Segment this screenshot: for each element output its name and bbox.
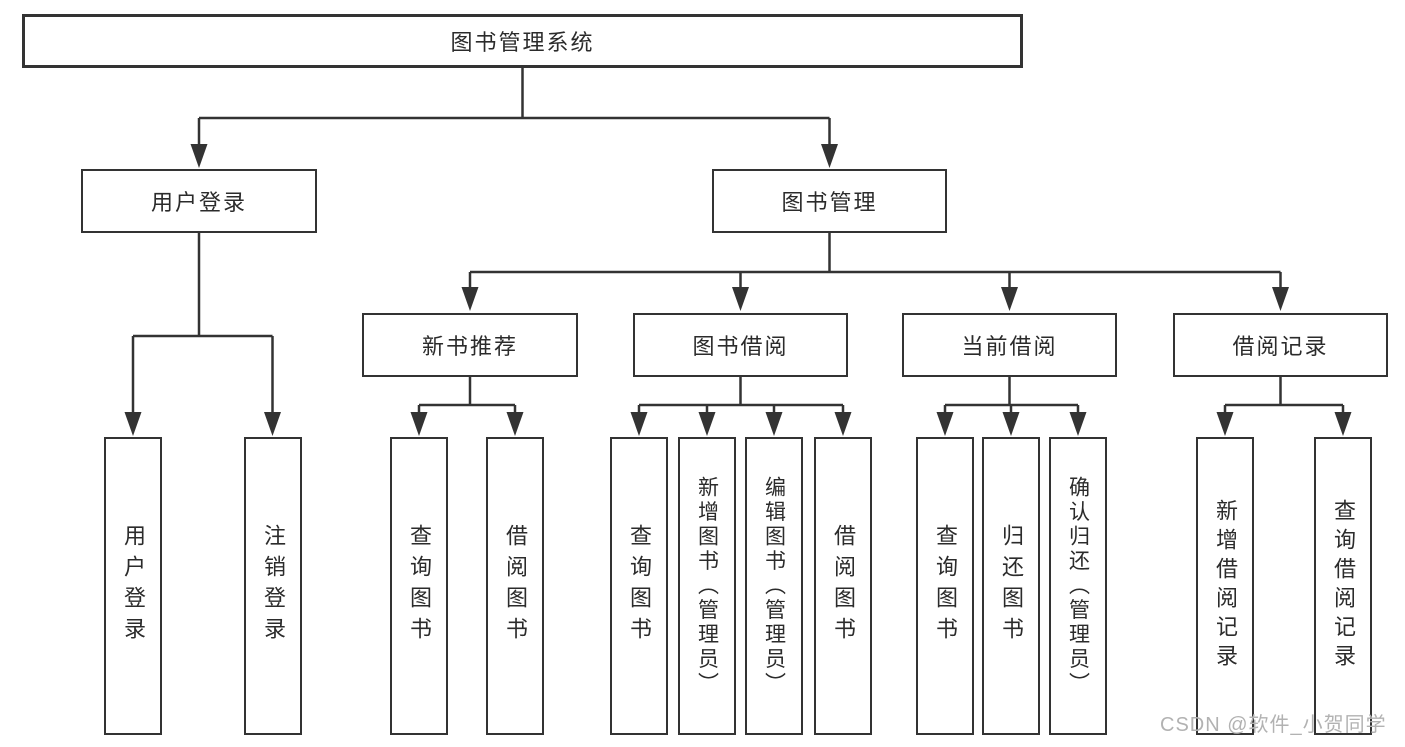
leaf-query-books-recommend: 查询图书: [390, 437, 448, 735]
node-borrow-records: 借阅记录: [1173, 313, 1388, 377]
leaf-borrow-books-recommend-label: 借阅图书: [503, 524, 528, 648]
leaf-borrow-books-recommend: 借阅图书: [486, 437, 544, 735]
node-user-login: 用户登录: [81, 169, 317, 233]
csdn-watermark: CSDN @软件_小贺同学: [1160, 714, 1387, 736]
leaf-add-borrow-record-label: 新增借阅记录: [1213, 499, 1238, 673]
leaf-query-books-current: 查询图书: [916, 437, 974, 735]
leaf-user-login-label: 用户登录: [121, 524, 146, 648]
leaf-confirm-return-admin-label: 确认归还（管理员）: [1066, 475, 1090, 697]
node-new-book-recommend: 新书推荐: [362, 313, 578, 377]
leaf-return-books: 归还图书: [982, 437, 1040, 735]
node-current-borrow: 当前借阅: [902, 313, 1117, 377]
node-root-label: 图书管理系统: [450, 30, 595, 55]
leaf-query-books-borrow-label: 查询图书: [627, 524, 652, 648]
node-book-management-label: 图书管理: [781, 190, 878, 215]
leaf-borrow-books: 借阅图书: [814, 437, 872, 735]
leaf-logout-label: 注销登录: [261, 524, 286, 648]
node-book-borrow: 图书借阅: [633, 313, 848, 377]
node-root: 图书管理系统: [22, 14, 1023, 68]
leaf-logout: 注销登录: [244, 437, 302, 735]
node-user-login-label: 用户登录: [150, 190, 247, 215]
leaf-user-login: 用户登录: [104, 437, 162, 735]
node-current-borrow-label: 当前借阅: [961, 334, 1058, 359]
leaf-return-books-label: 归还图书: [999, 524, 1024, 648]
leaf-add-books-admin: 新增图书（管理员）: [678, 437, 736, 735]
leaf-confirm-return-admin: 确认归还（管理员）: [1049, 437, 1107, 735]
node-book-borrow-label: 图书借阅: [692, 334, 789, 359]
node-book-management: 图书管理: [712, 169, 947, 233]
leaf-query-books-borrow: 查询图书: [610, 437, 668, 735]
leaf-query-books-recommend-label: 查询图书: [407, 524, 432, 648]
leaf-add-borrow-record: 新增借阅记录: [1196, 437, 1254, 735]
leaf-borrow-books-label: 借阅图书: [831, 524, 856, 648]
leaf-edit-books-admin: 编辑图书（管理员）: [745, 437, 803, 735]
leaf-edit-books-admin-label: 编辑图书（管理员）: [762, 475, 786, 697]
node-borrow-records-label: 借阅记录: [1232, 334, 1329, 359]
node-new-book-recommend-label: 新书推荐: [421, 334, 518, 359]
leaf-query-borrow-record: 查询借阅记录: [1314, 437, 1372, 735]
leaf-query-borrow-record-label: 查询借阅记录: [1331, 499, 1356, 673]
leaf-query-books-current-label: 查询图书: [933, 524, 958, 648]
leaf-add-books-admin-label: 新增图书（管理员）: [695, 475, 719, 697]
